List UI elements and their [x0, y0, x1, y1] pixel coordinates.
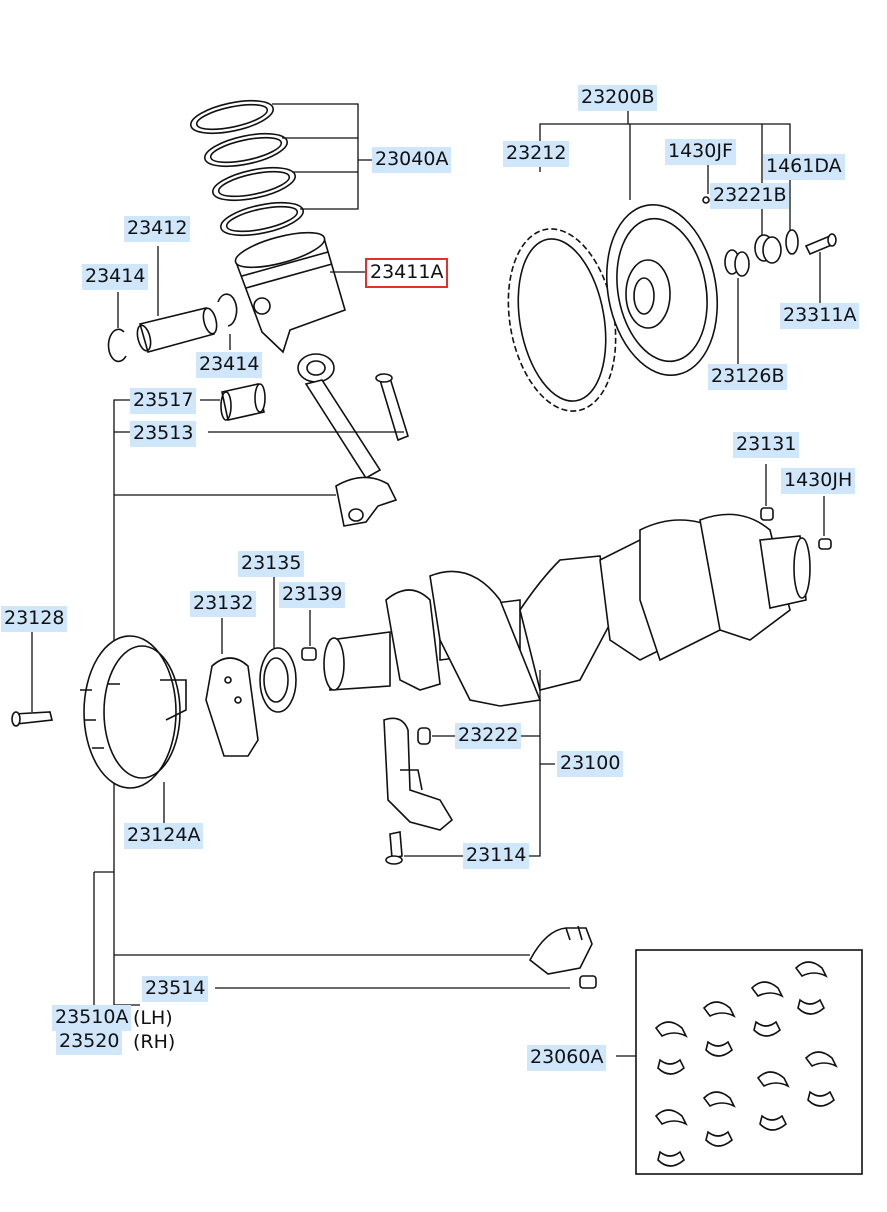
label-23222[interactable]: 23222 [455, 723, 522, 749]
pulley-bolt[interactable] [11, 711, 53, 727]
label-23411A[interactable]: 23411A [364, 258, 449, 288]
bearing-stud-23222[interactable] [417, 727, 431, 745]
crankshaft-pulley-damper[interactable] [80, 635, 187, 789]
piston-pin[interactable] [135, 307, 219, 353]
label-1430JH[interactable]: 1430JH [781, 468, 856, 494]
label-23517[interactable]: 23517 [130, 388, 197, 414]
label-23100[interactable]: 23100 [557, 751, 624, 777]
main-cap-bolt-23114[interactable] [385, 831, 403, 865]
ring-1461DA[interactable] [785, 229, 799, 255]
label-23520-suffix: (RH) [133, 1031, 176, 1053]
piston[interactable] [232, 226, 346, 354]
pilot-bushing[interactable] [724, 249, 750, 277]
label-23126B[interactable]: 23126B [708, 364, 788, 390]
thrust-bearing-cap[interactable] [383, 717, 454, 831]
label-23513[interactable]: 23513 [130, 421, 197, 447]
bearing-leaders [114, 954, 570, 989]
plug-1430JH[interactable] [818, 538, 832, 550]
label-1461DA[interactable]: 1461DA [763, 154, 845, 180]
crank-sprocket-23135[interactable] [259, 647, 297, 713]
crank-plug-23131[interactable] [760, 507, 774, 521]
spacer-23221B[interactable] [754, 234, 782, 264]
rod-bearing-23514[interactable] [528, 925, 597, 989]
ring-set-leader [272, 103, 376, 210]
ring-gear[interactable] [495, 220, 629, 419]
bearing-shells [654, 961, 838, 1167]
label-1430JF[interactable]: 1430JF [665, 139, 736, 165]
pin-1430JF[interactable] [702, 196, 710, 204]
bearing-bracket [93, 871, 114, 1005]
snap-ring-right[interactable] [217, 293, 238, 327]
label-23212[interactable]: 23212 [503, 141, 570, 167]
crank-plate-23132[interactable] [205, 657, 259, 757]
label-23131[interactable]: 23131 [733, 432, 800, 458]
label-23128[interactable]: 23128 [1, 606, 68, 632]
piston-ring-set[interactable] [188, 95, 306, 242]
label-23132[interactable]: 23132 [190, 591, 257, 617]
connecting-rod[interactable] [297, 353, 409, 527]
label-23114[interactable]: 23114 [463, 843, 530, 869]
label-23135[interactable]: 23135 [238, 551, 305, 577]
flywheel[interactable] [594, 196, 730, 384]
label-23040A[interactable]: 23040A [372, 147, 452, 173]
snap-ring-leaders [117, 292, 231, 350]
snap-ring-left[interactable] [107, 328, 127, 363]
label-23311A[interactable]: 23311A [780, 303, 860, 329]
label-23414-left[interactable]: 23414 [82, 264, 149, 290]
main-bearing-set-box[interactable] [635, 949, 863, 1175]
label-23520[interactable]: 23520 [56, 1029, 123, 1055]
label-23221B[interactable]: 23221B [710, 183, 790, 209]
label-23124A[interactable]: 23124A [124, 823, 204, 849]
label-23139[interactable]: 23139 [279, 582, 346, 608]
flywheel-bolt[interactable] [804, 233, 837, 256]
label-23060A[interactable]: 23060A [527, 1045, 607, 1071]
crankshaft[interactable] [323, 513, 811, 707]
label-23200B[interactable]: 23200B [578, 85, 658, 111]
label-23414-right[interactable]: 23414 [196, 352, 263, 378]
label-23412[interactable]: 23412 [124, 216, 191, 242]
label-23514[interactable]: 23514 [142, 976, 209, 1002]
connecting-rod-bushing[interactable] [220, 383, 266, 421]
timing-sprocket-key[interactable] [301, 647, 317, 661]
label-23510A-suffix: (LH) [133, 1007, 173, 1029]
label-23510A[interactable]: 23510A [52, 1005, 132, 1031]
